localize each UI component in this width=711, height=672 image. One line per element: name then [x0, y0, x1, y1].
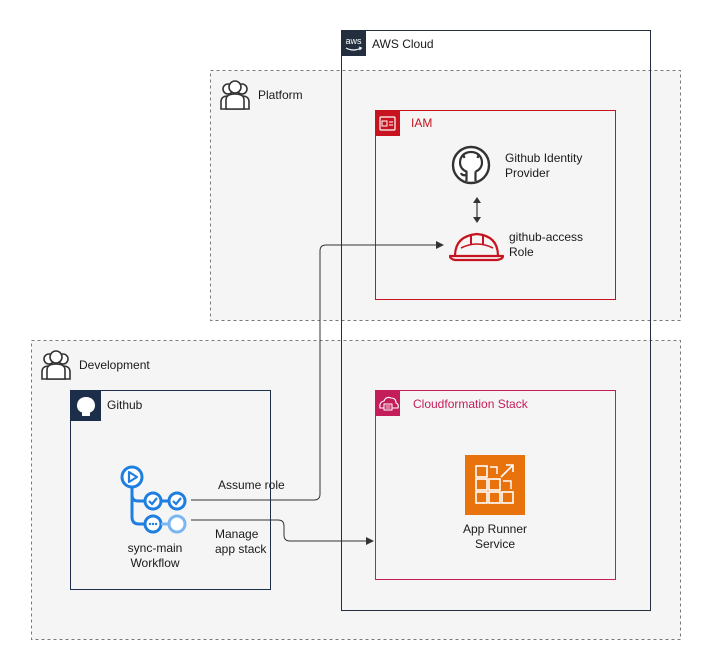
access-role-label: github-access Role [509, 230, 584, 259]
aws-cloud-label: AWS Cloud [372, 37, 434, 51]
assume-role-label: Assume role [218, 478, 285, 492]
app-runner-label: App Runner Service [462, 522, 528, 551]
iam-role-icon [448, 232, 505, 262]
cfn-stack-label: Cloudformation Stack [413, 397, 528, 411]
platform-label: Platform [258, 88, 303, 102]
identity-provider-label: Github Identity Provider [505, 151, 583, 180]
github-label: Github [107, 398, 143, 412]
manage-stack-edge [191, 519, 374, 545]
aws-cloud-group [341, 30, 651, 611]
workflow-icon [120, 465, 187, 534]
svg-text:aws: aws [345, 36, 362, 46]
users-icon [220, 80, 250, 110]
manage-stack-label: Manage app stack [215, 527, 267, 556]
trust-relationship-arrow [473, 197, 481, 223]
github-group [70, 390, 271, 590]
users-icon [41, 350, 71, 380]
iam-group [375, 110, 616, 300]
app-runner-icon [465, 455, 525, 515]
github-identity-provider-icon [451, 145, 491, 185]
github-icon [71, 391, 101, 421]
aws-logo-icon: aws [341, 31, 366, 56]
iam-label: IAM [411, 116, 433, 130]
cloudformation-icon [375, 391, 400, 416]
iam-icon [375, 111, 400, 136]
workflow-label: sync-main Workflow [127, 541, 183, 570]
assume-role-edge [191, 241, 444, 501]
development-label: Development [79, 358, 150, 372]
